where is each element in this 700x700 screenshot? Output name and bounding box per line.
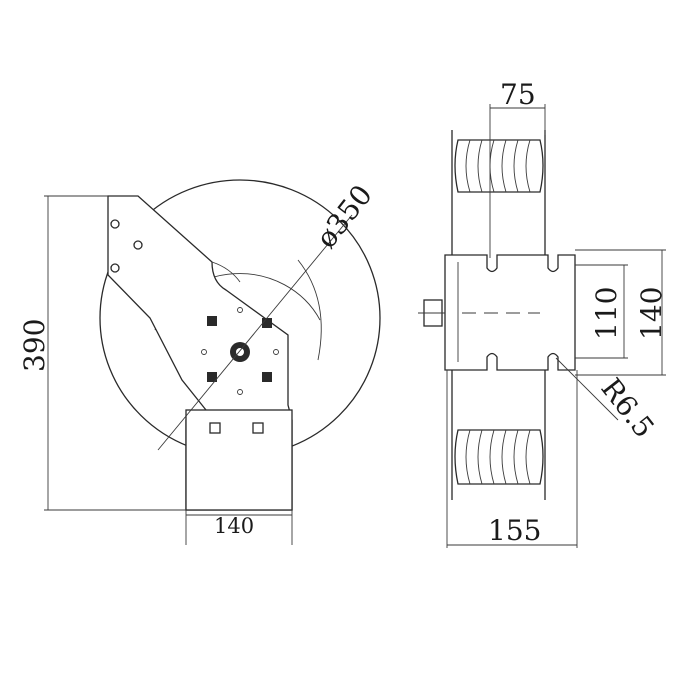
radius-label: R6.5 [594,372,660,444]
top-width-label: 75 [500,78,536,111]
hub-bolt-4 [262,372,272,382]
height-label: 390 [18,319,51,372]
hub-bolt-2 [262,318,272,328]
hub-axle-inner [236,348,244,356]
base-width-label: 140 [214,514,254,538]
hub-hole-1 [237,307,243,313]
lower-hose-coil [454,429,544,485]
bracket-bolt-1 [110,219,120,229]
radius-leader [555,357,619,421]
bracket-notch [211,261,241,283]
side-mounting-plate [444,254,576,371]
diameter-leader [157,214,353,451]
hub-bolt-3 [207,372,217,382]
base-plate [185,409,293,511]
base-bolt-1 [209,422,221,434]
side-view: 75 110 140 R6.5 155 [418,78,668,548]
front-view: ø350 390 140 [18,179,381,545]
diameter-label: ø350 [310,179,379,255]
bracket-bolt-2 [133,240,143,250]
hub-bolt-1 [207,316,217,326]
hub-hole-3 [201,349,207,355]
bracket-bolt-3 [110,263,120,273]
inner-height-label: 110 [590,287,623,340]
hub-hole-2 [237,389,243,395]
reel-rim-arc [297,259,322,361]
upper-hose-coil [454,139,544,193]
outer-height-label: 140 [635,287,668,340]
base-bolt-2 [252,422,264,434]
hub-hole-4 [273,349,279,355]
total-width-label: 155 [488,514,541,547]
